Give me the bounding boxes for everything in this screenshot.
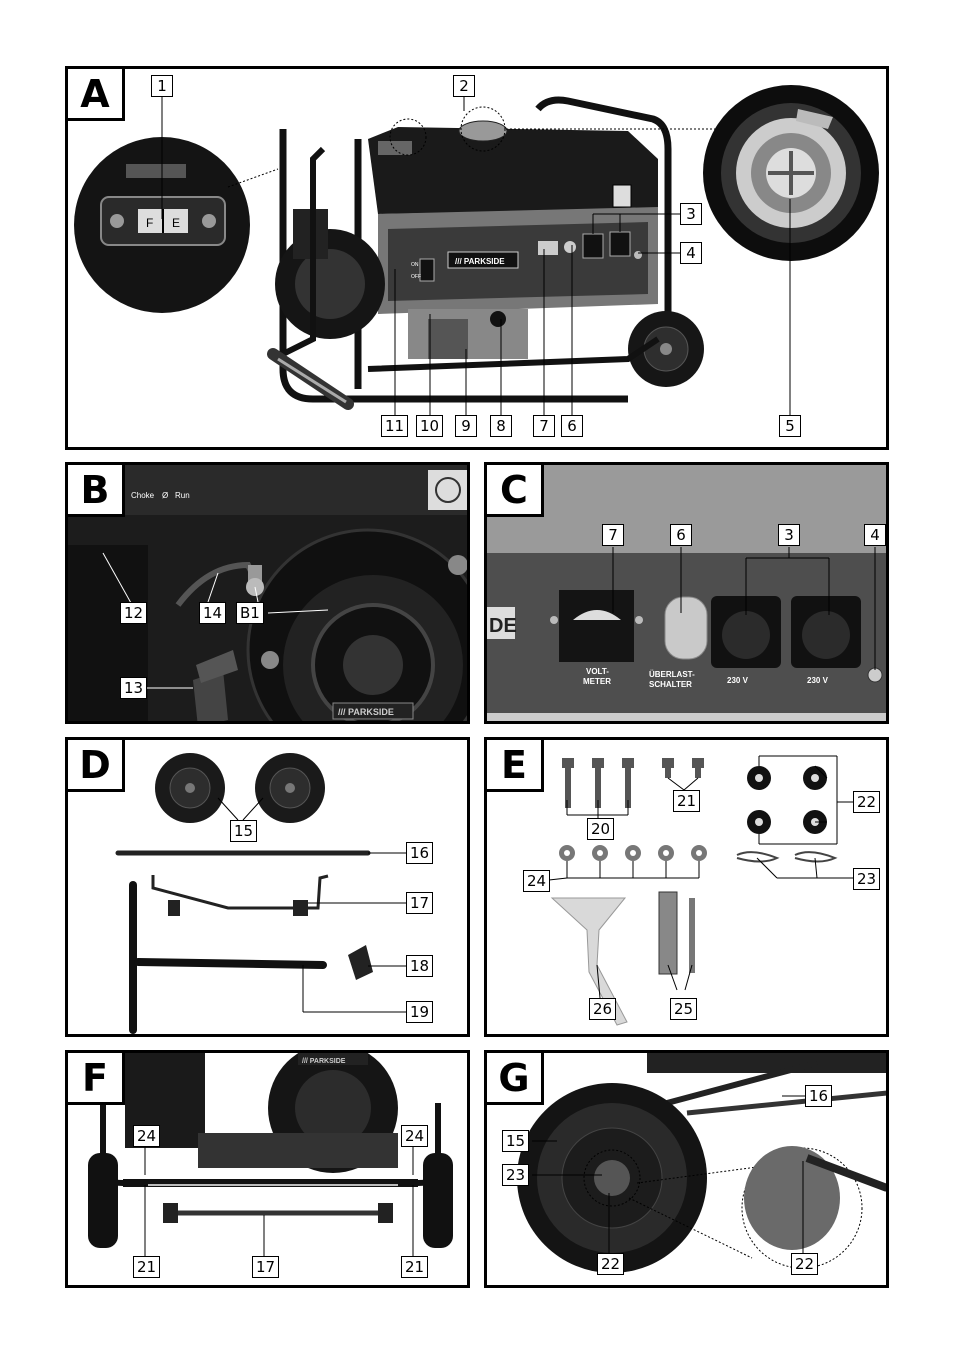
voltmeter-label-2: METER <box>583 677 611 686</box>
callout-22: 22 <box>853 791 881 813</box>
callout-7: 7 <box>533 415 555 437</box>
callout-g16: 16 <box>805 1085 833 1107</box>
fuel-e-label: E <box>172 216 180 230</box>
callout-16: 16 <box>406 842 434 864</box>
callout-g23: 23 <box>502 1164 530 1186</box>
switch-on-label: ON <box>411 262 419 268</box>
callout-24: 24 <box>523 870 551 892</box>
callout-26: 26 <box>589 998 617 1020</box>
panel-c-drawing: DE VOLT- METER ÜBERLAST- SCHALTER 230 V … <box>487 465 886 721</box>
overload-label-2: SCHALTER <box>649 680 692 689</box>
callout-f21-right: 21 <box>401 1256 429 1278</box>
callout-13: 13 <box>120 677 148 699</box>
panel-g-drawing <box>517 1053 886 1273</box>
panel-b-tag: B <box>68 465 125 517</box>
callout-11: 11 <box>381 415 409 437</box>
panel-a-tag: A <box>68 69 125 121</box>
callout-10: 10 <box>416 415 444 437</box>
panel-c: C DE VOLT- METER ÜBERLAST- SCHALTER 230 … <box>484 462 889 724</box>
panel-f-brand: /// PARKSIDE <box>302 1058 346 1065</box>
callout-15: 15 <box>230 820 258 842</box>
panel-b: B Choke Ø Run /// PARKSIDE 12 14 B1 13 <box>65 462 470 724</box>
callout-f17: 17 <box>252 1256 280 1278</box>
callout-20: 20 <box>587 818 615 840</box>
panel-c-tag: C <box>487 465 544 517</box>
panel-g: G 16 15 23 22 22 <box>484 1050 889 1288</box>
callout-17: 17 <box>406 892 434 914</box>
voltmeter-label-1: VOLT- <box>586 667 609 676</box>
callout-f24-left: 24 <box>133 1125 161 1147</box>
panel-e: E <box>484 737 889 1037</box>
callout-23: 23 <box>853 868 881 890</box>
panel-b-brand: /// PARKSIDE <box>338 707 394 717</box>
callout-6: 6 <box>561 415 583 437</box>
panel-b-drawing: Choke Ø Run /// PARKSIDE <box>68 465 467 721</box>
panel-d-drawing <box>115 753 406 1034</box>
run-label: Run <box>175 491 190 500</box>
switch-off-label: OFF <box>411 274 421 280</box>
socket-label-1: 230 V <box>727 676 749 685</box>
panel-a-drawing: F E /// PARKSIDE ON OFF <box>74 85 879 415</box>
panel-a: A F E /// PARKSIDE ON OFF <box>65 66 889 450</box>
callout-4: 4 <box>680 242 702 264</box>
callout-b1: B1 <box>236 602 264 624</box>
callout-c7: 7 <box>602 524 624 546</box>
choke-symbol: Ø <box>162 491 168 500</box>
callout-g22-right: 22 <box>791 1253 819 1275</box>
callout-c3: 3 <box>778 524 800 546</box>
panel-d: D 15 16 17 18 19 <box>65 737 470 1037</box>
callout-g15: 15 <box>502 1130 530 1152</box>
panel-g-tag: G <box>487 1053 544 1105</box>
callout-c6: 6 <box>670 524 692 546</box>
panel-a-brand: /// PARKSIDE <box>455 257 505 266</box>
callout-1: 1 <box>151 75 173 97</box>
overload-label-1: ÜBERLAST- <box>649 670 695 679</box>
fuel-f-label: F <box>146 216 153 230</box>
panel-d-tag: D <box>68 740 125 792</box>
panel-f-tag: F <box>68 1053 125 1105</box>
callout-14: 14 <box>199 602 227 624</box>
panel-f: F /// PARKSIDE 24 24 21 17 21 <box>65 1050 470 1288</box>
socket-label-2: 230 V <box>807 676 829 685</box>
panel-f-drawing: /// PARKSIDE <box>88 1053 453 1258</box>
panel-e-drawing <box>548 755 853 1026</box>
callout-9: 9 <box>455 415 477 437</box>
callout-21: 21 <box>673 790 701 812</box>
callout-f24-right: 24 <box>401 1125 429 1147</box>
callout-c4: 4 <box>864 524 886 546</box>
callout-5: 5 <box>779 415 801 437</box>
panel-c-brand-fragment: DE <box>489 615 517 637</box>
choke-label: Choke <box>131 491 155 500</box>
panel-e-tag: E <box>487 740 544 792</box>
callout-8: 8 <box>490 415 512 437</box>
callout-12: 12 <box>120 602 148 624</box>
callout-25: 25 <box>670 998 698 1020</box>
callout-2: 2 <box>453 75 475 97</box>
callout-3: 3 <box>680 203 702 225</box>
callout-g22-left: 22 <box>597 1253 625 1275</box>
callout-19: 19 <box>406 1001 434 1023</box>
callout-f21-left: 21 <box>133 1256 161 1278</box>
callout-18: 18 <box>406 955 434 977</box>
